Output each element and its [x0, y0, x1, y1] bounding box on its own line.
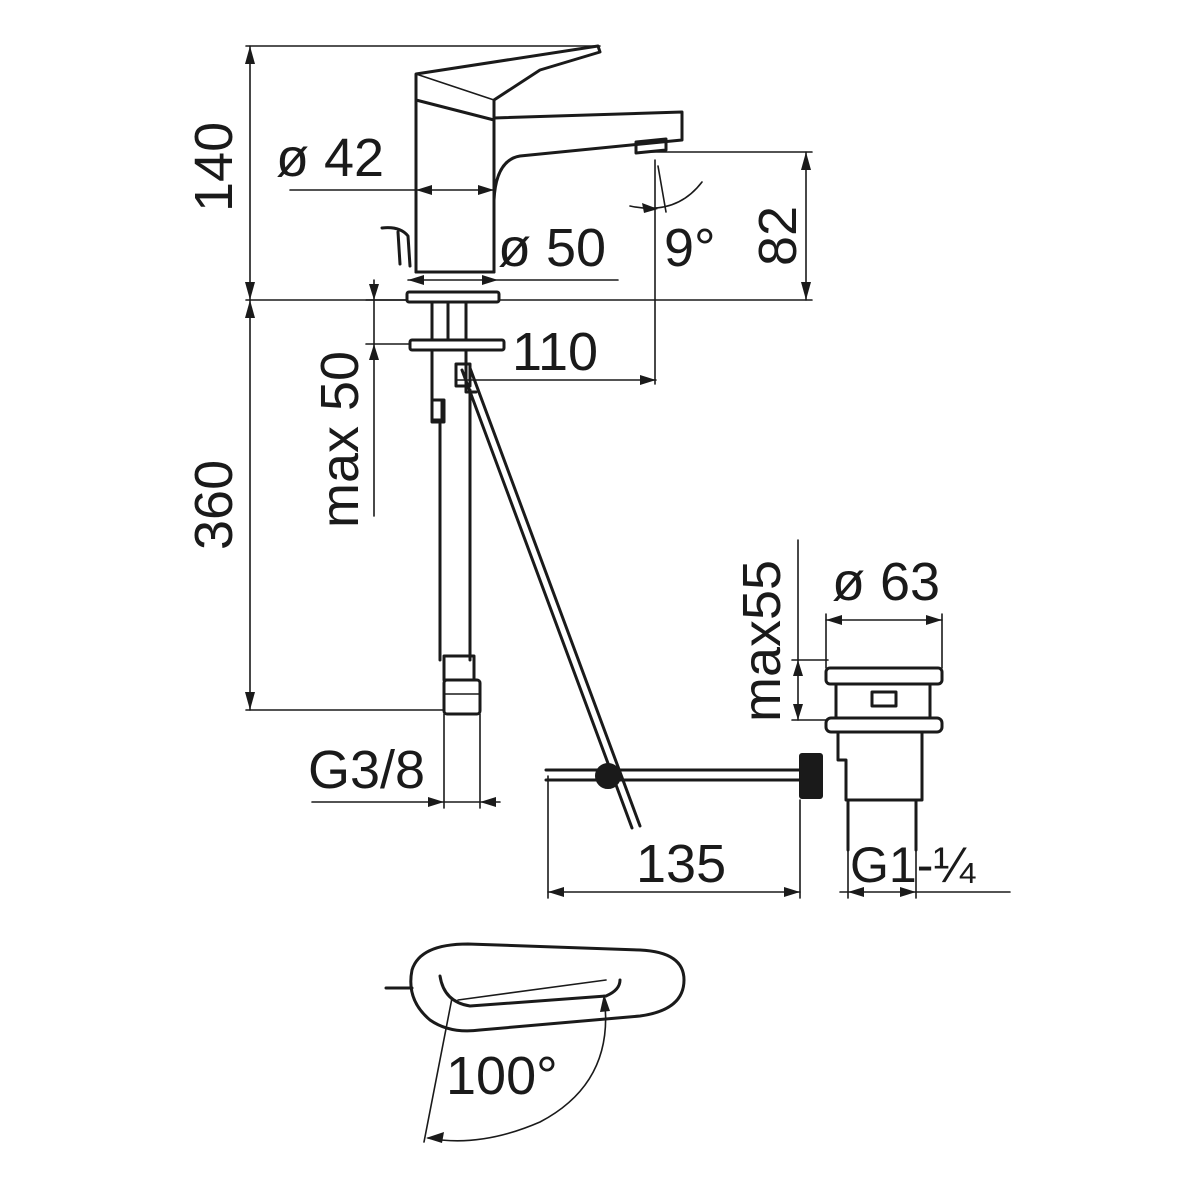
dim-arrow [793, 660, 803, 676]
dim-arrow [416, 185, 432, 195]
mounting-stud [430, 398, 446, 424]
label-spout-angle: 9° [664, 218, 716, 278]
faucet-side-view [380, 44, 684, 830]
waste-flange [834, 682, 932, 724]
label-base-diameter: ø 50 [498, 218, 606, 278]
dim-arrow [245, 46, 255, 64]
lever-handle-edge [415, 73, 495, 101]
dim-arrow [926, 615, 942, 625]
label-waste-thread: G1-¼ [850, 837, 976, 893]
waste-body [836, 730, 924, 802]
label-hose-thread: G3/8 [308, 740, 425, 800]
dim-arrow [642, 203, 658, 213]
dim-arrow [801, 152, 811, 170]
dim-arrow [793, 704, 803, 720]
waste-tail [846, 798, 918, 852]
dim-arrow [245, 692, 255, 710]
label-waste-max: max55 [732, 560, 792, 722]
pull-rod [460, 366, 642, 830]
rotation-axis-2 [423, 997, 453, 1143]
hose-nut [442, 678, 482, 716]
dim-arrow [548, 887, 564, 897]
dim-arrow [640, 375, 656, 385]
lever-handle [414, 44, 602, 122]
dim-arrow [801, 282, 811, 300]
dim-arrow [245, 300, 255, 318]
popup-waste [544, 666, 944, 852]
label-height-total: 140 [184, 122, 244, 212]
label-hose-length: 360 [184, 460, 244, 550]
mounting-nut [454, 362, 472, 388]
dim-arrow [245, 282, 255, 300]
label-spout-reach: 110 [512, 322, 598, 382]
faucet-base [405, 290, 501, 304]
faucet-body [414, 98, 496, 274]
mounting-plate [408, 338, 506, 352]
dim-arrow [426, 1132, 444, 1143]
dim-arrow [408, 275, 424, 285]
lever-top-inner [438, 974, 622, 1008]
dim-arrow [369, 284, 379, 300]
dim-arrow [482, 275, 498, 285]
label-max-deck: max 50 [310, 351, 370, 528]
dim-arrow [480, 797, 496, 807]
dim-arrow [848, 887, 864, 897]
angle-arc [629, 181, 703, 210]
rotation-axis-1 [457, 979, 607, 1001]
aerator [634, 137, 668, 155]
waste-knurl-nut [799, 753, 823, 799]
waste-ring [824, 716, 944, 734]
spout [492, 110, 684, 202]
lever-top-view [384, 942, 686, 1143]
dim-arrow [428, 797, 444, 807]
linkage-pivot [595, 763, 621, 789]
label-rod-length: 135 [636, 834, 726, 894]
label-lever-rotation: 100° [446, 1046, 558, 1106]
lever-top-outline [409, 942, 686, 1033]
popup-knob [380, 226, 412, 268]
label-waste-diameter: ø 63 [832, 552, 940, 612]
dim-arrow [478, 185, 494, 195]
dim-arrow [784, 887, 800, 897]
label-spout-height: 82 [748, 206, 808, 266]
dimension-labels: 140 ø 42 ø 50 9° 82 110 max 50 360 G3/8 … [184, 122, 976, 1106]
dim-arrow [369, 344, 379, 360]
label-body-diameter: ø 42 [276, 128, 384, 188]
dim-arrow [826, 615, 842, 625]
dim-arrow [900, 887, 916, 897]
dim-arrow [600, 994, 610, 1012]
dimensions [245, 45, 1011, 899]
dim-line [657, 165, 667, 213]
waste-slot [870, 690, 898, 708]
waste-cap [824, 666, 944, 686]
flexible-hose [438, 388, 472, 662]
rotation-arc [427, 995, 607, 1142]
linkage-bar [544, 768, 802, 782]
